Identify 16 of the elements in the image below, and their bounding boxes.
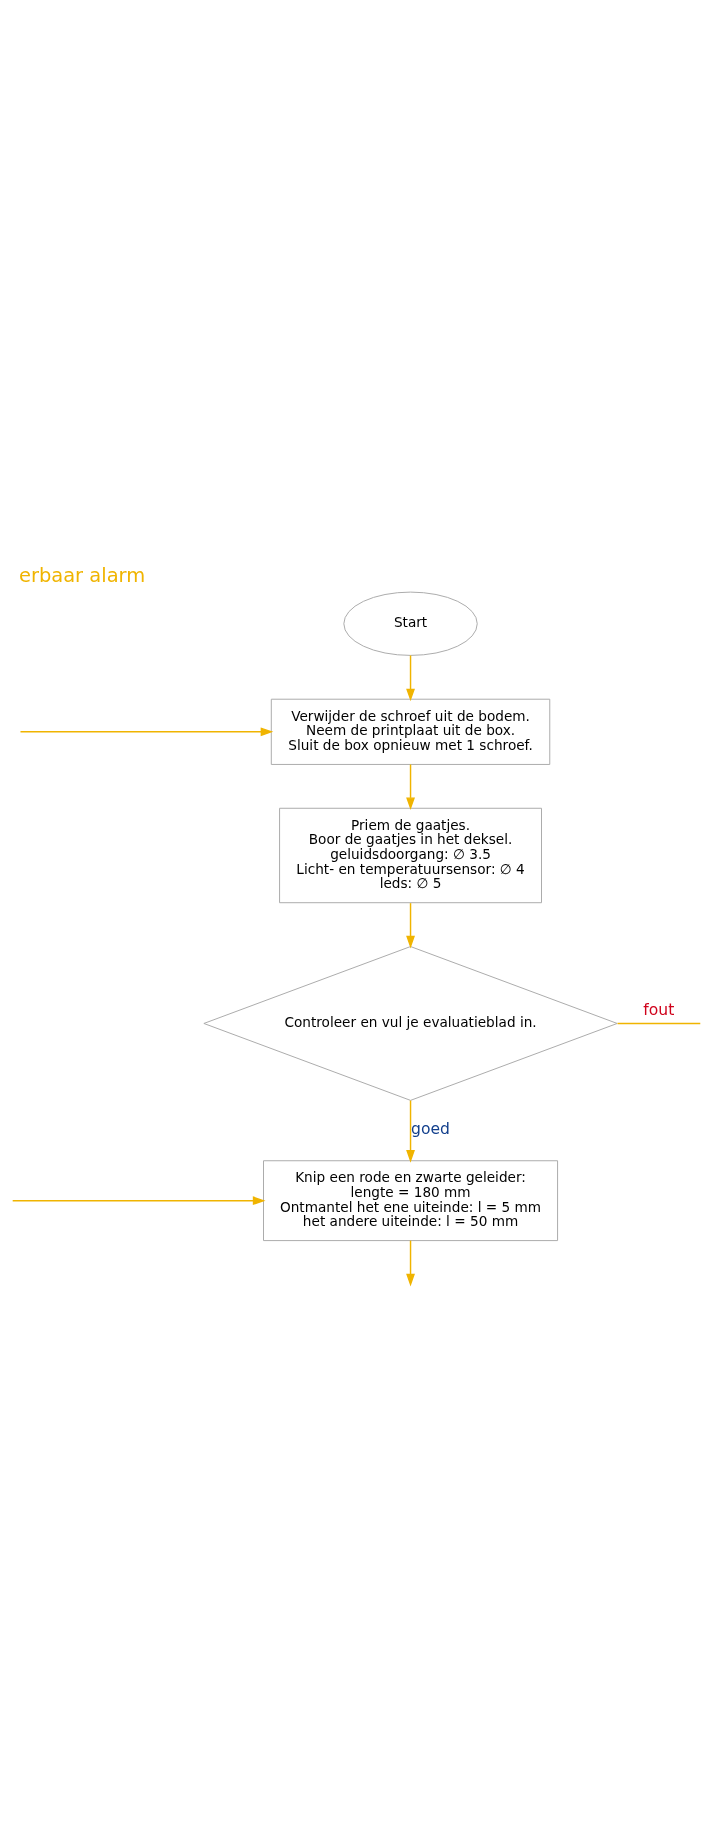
node-box: Knip een rode en zwarte geleider: lengte = 180 mm Ontmantel het ene uiteinde: l = 5 mm het andere uiteinde: l = 50 mm bbox=[263, 1159, 559, 1241]
arrow bbox=[406, 1239, 415, 1287]
arrow bbox=[406, 763, 415, 810]
arrow bbox=[406, 901, 415, 948]
arrow bbox=[406, 654, 415, 701]
diagram-title: erbaar alarm bbox=[18, 563, 146, 587]
connector bbox=[616, 1022, 701, 1024]
arrow bbox=[11, 1195, 266, 1205]
node-box: Priem de gaatjes. Boor de gaatjes in het deksel. geluidsdoorgang: ∅ 3.5 Licht- en temperatuursensor: ∅ 4 leds: ∅ 5 bbox=[279, 807, 542, 903]
arrow bbox=[19, 726, 274, 736]
node-box: Verwijder de schroef uit de bodem. Neem de printplaat uit de box. Sluit de box opnieuw met 1 schroef. bbox=[270, 698, 551, 765]
node-diamond: Controleer en vul je evaluatieblad in. bbox=[203, 945, 618, 1101]
node-ellipse: Start bbox=[343, 591, 478, 656]
edge-label: goed bbox=[411, 1119, 450, 1138]
edge-label: fout bbox=[643, 1000, 675, 1019]
arrow bbox=[406, 1099, 415, 1163]
